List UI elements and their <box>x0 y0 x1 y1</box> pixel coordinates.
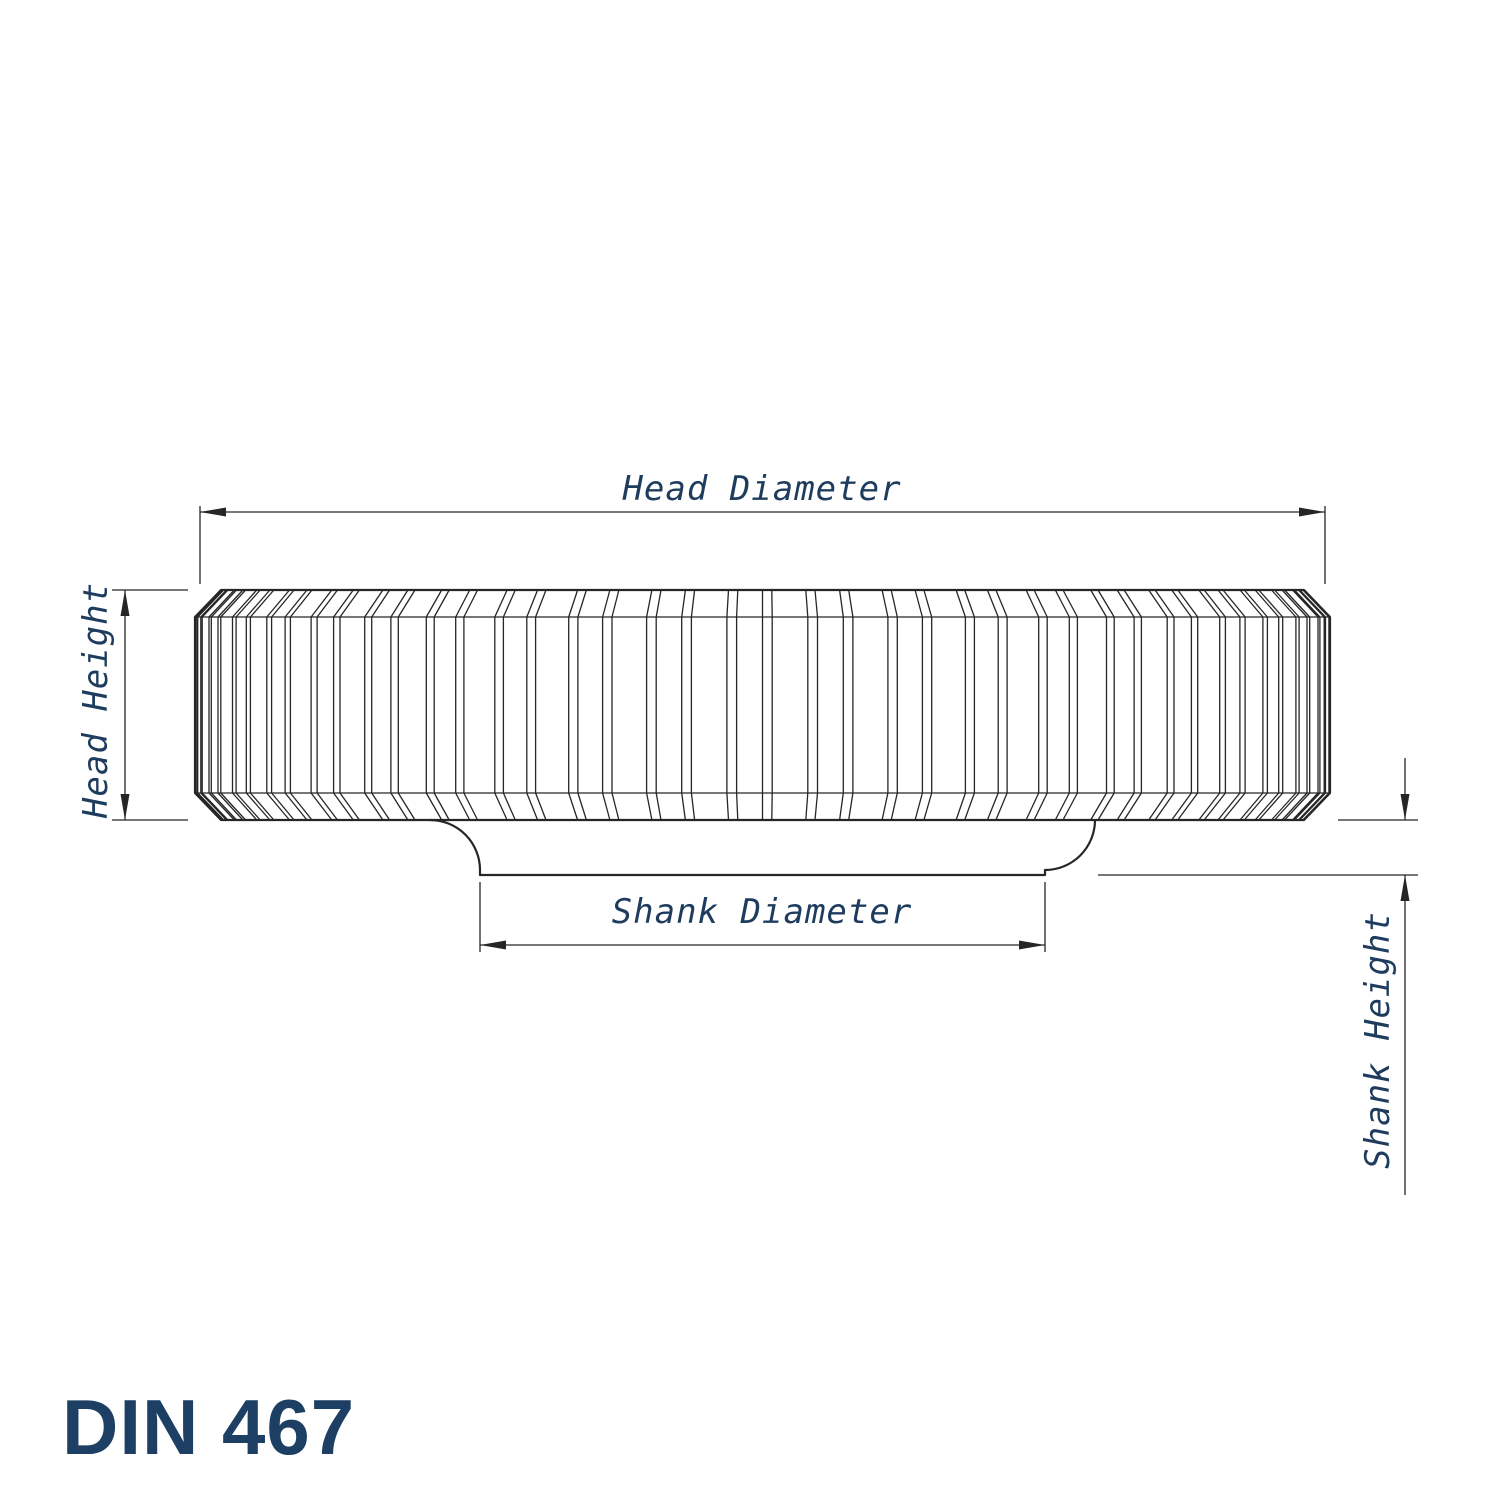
knurled-head <box>193 588 1332 822</box>
knurl-pattern <box>194 589 1331 821</box>
head-outline <box>193 588 1332 822</box>
dimensions <box>112 506 1418 1195</box>
dimension-lines <box>112 506 1418 1195</box>
shank-outline <box>429 818 1097 877</box>
dimension-arrows <box>120 507 1410 950</box>
head-height-label: Head Height <box>76 581 116 819</box>
shank <box>429 818 1097 877</box>
drawing-title: DIN 467 <box>62 1383 356 1471</box>
head-diameter-label: Head Diameter <box>622 469 902 509</box>
shank-height-label: Shank Height <box>1358 911 1398 1169</box>
shank-diameter-label: Shank Diameter <box>611 892 913 932</box>
